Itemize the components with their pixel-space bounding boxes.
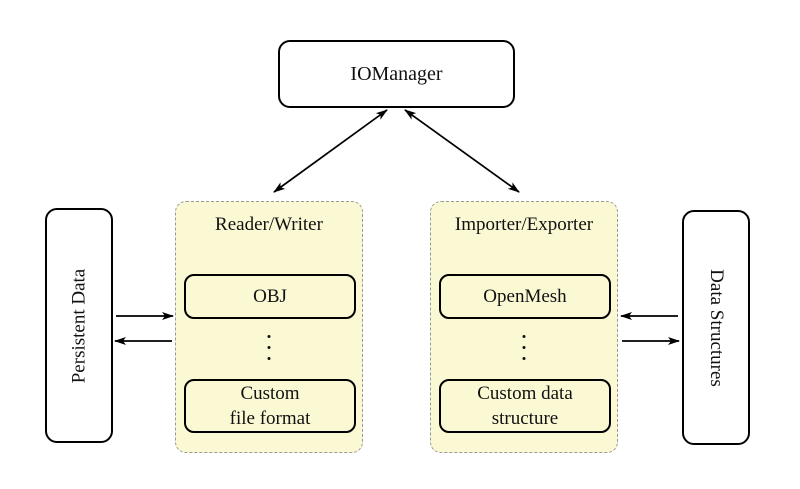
importer-exporter-panel: Importer/Exporter OpenMesh Custom data s…	[430, 201, 618, 453]
openmesh-label: OpenMesh	[483, 286, 567, 307]
iomanager-node: IOManager	[278, 40, 515, 108]
openmesh-node: OpenMesh	[439, 274, 611, 319]
vdots-icon	[267, 335, 271, 360]
custom-file-format-node: Custom file format	[184, 379, 356, 433]
reader-writer-panel: Reader/Writer OBJ Custom file format	[175, 201, 363, 453]
reader-writer-title: Reader/Writer	[215, 214, 323, 235]
vdots-icon	[522, 335, 526, 360]
arrow-iomanager-importerexporter	[404, 109, 520, 193]
custom-data-structure-line1: Custom data	[477, 383, 573, 404]
iomanager-label: IOManager	[350, 62, 443, 85]
importer-exporter-title: Importer/Exporter	[454, 214, 594, 235]
data-structures-node: Data Structures	[682, 210, 750, 445]
custom-file-format-line1: Custom	[240, 383, 300, 404]
obj-label: OBJ	[253, 286, 287, 307]
data-structures-label: Data Structures	[706, 268, 727, 387]
custom-data-structure-line2: structure	[491, 408, 559, 429]
persistent-data-label: Persistent Data	[68, 268, 90, 383]
persistent-data-node: Persistent Data	[45, 208, 113, 443]
arrow-iomanager-readerwriter	[273, 109, 388, 193]
obj-node: OBJ	[184, 274, 356, 319]
custom-file-format-line2: file format	[229, 408, 311, 429]
custom-data-structure-node: Custom data structure	[439, 379, 611, 433]
